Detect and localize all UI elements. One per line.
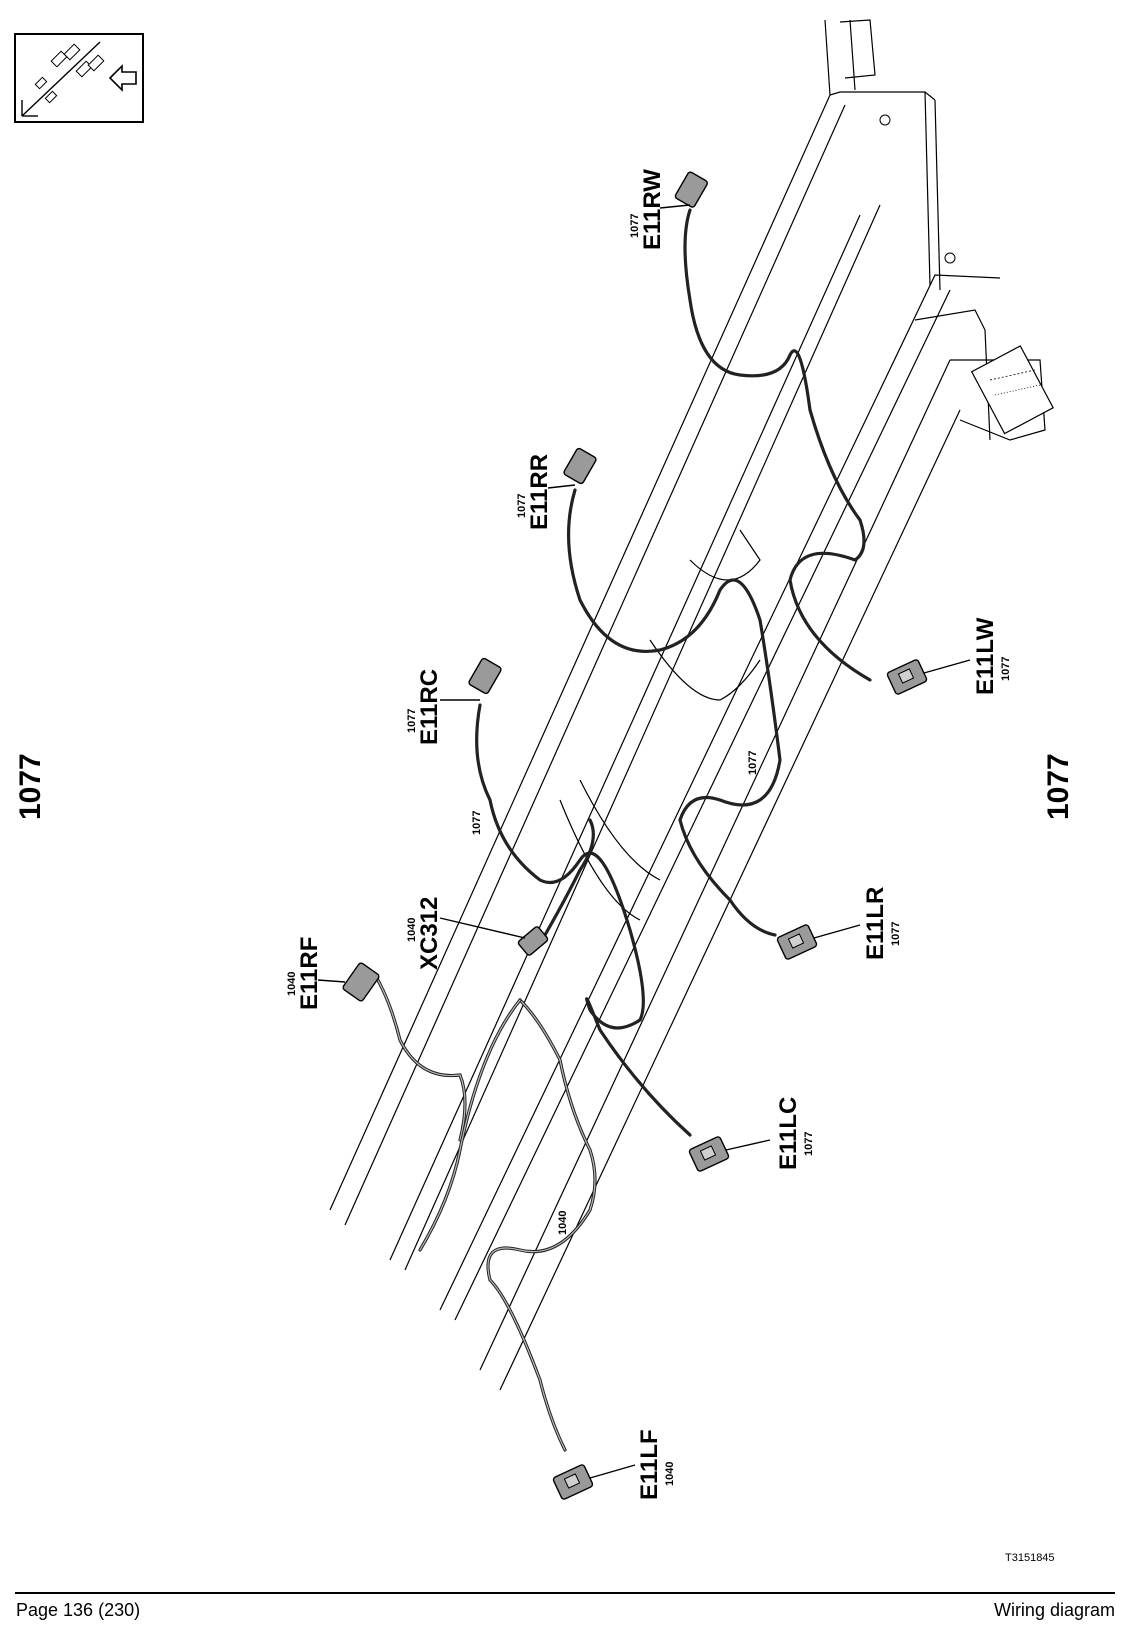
label-e11lc: E11LC 1077: [775, 1097, 815, 1170]
footer-divider: [15, 1592, 1115, 1594]
svg-text:1077: 1077: [406, 709, 418, 733]
svg-text:1040: 1040: [664, 1462, 676, 1486]
label-e11rr: E11RR 1077: [516, 454, 553, 530]
svg-text:E11LR: E11LR: [862, 887, 889, 960]
connector-e11rc: [468, 657, 502, 695]
page-number-right: 1077: [1042, 753, 1075, 820]
chassis-frame: [329, 19, 1054, 1391]
connector-e11lw: [886, 659, 928, 695]
svg-text:1077: 1077: [629, 214, 641, 238]
svg-text:E11RW: E11RW: [639, 169, 666, 250]
svg-text:1077: 1077: [471, 811, 483, 835]
wire-harness: [373, 208, 872, 1452]
footer-page-number: Page 136 (230): [16, 1600, 141, 1620]
connector-e11lr: [776, 924, 818, 960]
svg-text:1077: 1077: [516, 494, 528, 518]
svg-text:1040: 1040: [557, 1211, 569, 1235]
svg-text:1077: 1077: [747, 751, 759, 775]
connector-e11rr: [563, 447, 597, 485]
wire-label-1: 1077: [471, 811, 483, 835]
svg-text:E11RR: E11RR: [526, 454, 553, 530]
svg-text:E11RC: E11RC: [416, 669, 443, 745]
connector-e11rf: [342, 962, 380, 1002]
connector-xc312: [517, 926, 549, 956]
svg-text:1077: 1077: [803, 1132, 815, 1156]
svg-text:1040: 1040: [286, 972, 298, 996]
svg-text:1040: 1040: [406, 918, 418, 942]
svg-text:E11LW: E11LW: [972, 617, 999, 695]
label-e11lw: E11LW 1077: [972, 617, 1012, 695]
connector-e11rw: [674, 171, 708, 208]
label-e11lr: E11LR 1077: [862, 887, 902, 960]
leader-lines: [317, 204, 971, 1479]
label-e11rw: E11RW 1077: [629, 169, 666, 250]
figure-id: T3151845: [1005, 1552, 1055, 1564]
arrow-left-icon: [108, 64, 137, 92]
svg-text:E11LF: E11LF: [636, 1429, 663, 1500]
svg-text:E11RF: E11RF: [296, 937, 323, 1010]
label-e11rc: E11RC 1077: [406, 669, 443, 745]
svg-text:1077: 1077: [1000, 657, 1012, 681]
page-number-left: 1077: [14, 753, 47, 820]
svg-text:E11LC: E11LC: [775, 1097, 802, 1170]
label-e11rf: E11RF 1040: [286, 937, 323, 1010]
label-e11lf: E11LF 1040: [636, 1429, 676, 1500]
label-xc312: XC312 1040: [406, 897, 443, 970]
svg-text:1077: 1077: [890, 922, 902, 946]
connector-e11lc: [688, 1136, 730, 1172]
connector-e11lf: [552, 1464, 594, 1500]
wire-label-2: 1077: [747, 751, 759, 775]
svg-text:XC312: XC312: [416, 897, 443, 970]
footer-title: Wiring diagram: [993, 1600, 1115, 1620]
wire-label-3: 1040: [557, 1211, 569, 1235]
